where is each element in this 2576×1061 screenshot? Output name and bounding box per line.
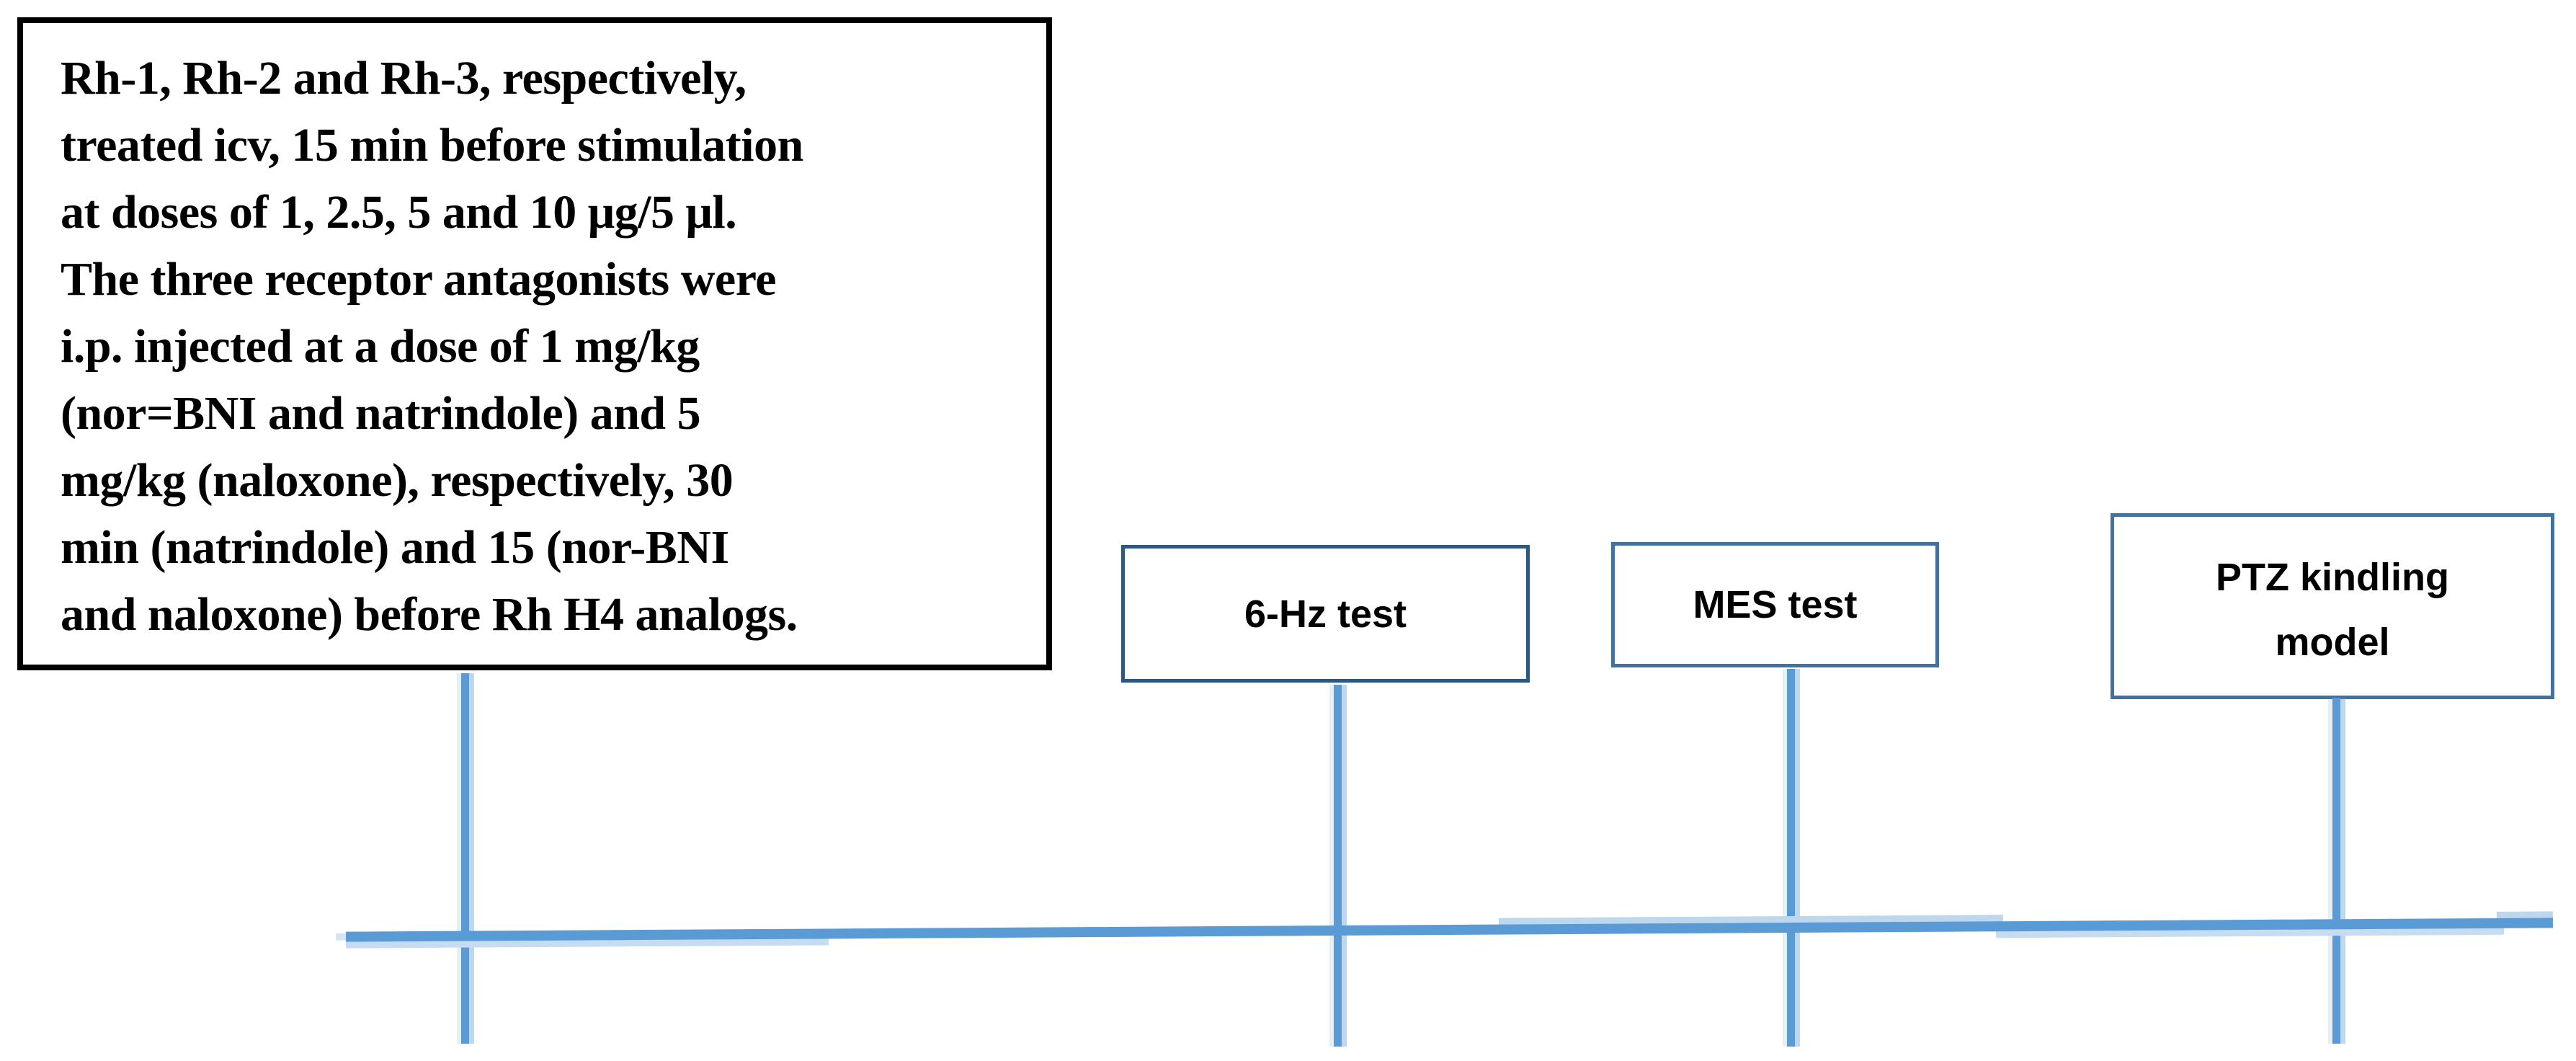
timeline-axis — [335, 911, 2554, 949]
box-ptz-label-line-1: PTZ kindling — [2216, 556, 2449, 599]
annotation-text-line: Rh-1, Rh-2 and Rh-3, respectively, — [61, 52, 746, 105]
annotation-box: Rh-1, Rh-2 and Rh-3, respectively, treat… — [17, 17, 1052, 670]
annotation-text-line: treated icv, 15 min before stimulation — [61, 119, 803, 172]
connector-line-annotation — [461, 673, 469, 1044]
annotation-text-line: at doses of 1, 2.5, 5 and 10 μg/5 μl. — [61, 186, 737, 239]
connector-line-ptz — [2332, 698, 2340, 1044]
annotation-text-line: and naloxone) before Rh H4 analogs. — [61, 588, 798, 641]
annotation-text-line: (nor=BNI and natrindole) and 5 — [61, 387, 701, 440]
annotation-text-line: mg/kg (naloxone), respectively, 30 — [61, 454, 734, 507]
annotation-text-line: min (natrindole) and 15 (nor-BNI — [61, 521, 729, 574]
annotation-text-line: The three receptor antagonists were — [61, 253, 777, 306]
box-mes-test-label: MES test — [1693, 583, 1858, 626]
box-mes-test: MES test — [1611, 542, 1939, 667]
box-6hz-test-label: 6-Hz test — [1244, 592, 1407, 636]
annotation-text-line: i.p. injected at a dose of 1 mg/kg — [61, 320, 700, 373]
box-6hz-test: 6-Hz test — [1121, 545, 1530, 683]
connector-line-6hz — [1334, 685, 1342, 1047]
box-ptz-kindling-model: PTZ kindling model — [2111, 513, 2554, 699]
timeline-axis-line — [345, 918, 2554, 942]
box-ptz-label-line-2: model — [2275, 621, 2390, 664]
connector-line-mes — [1787, 669, 1795, 1047]
